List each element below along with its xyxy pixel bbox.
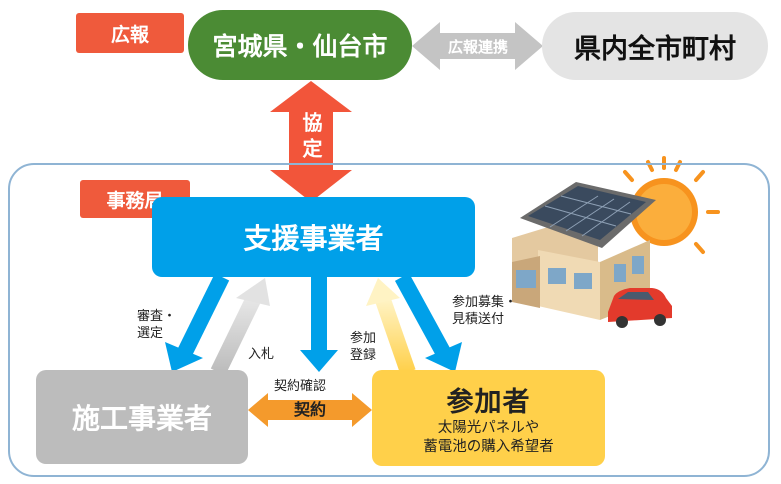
review-label: 審査・ 選定 [137,308,176,342]
pr-tag: 広報 [76,13,184,53]
recruit-label-line2: 見積送付 [452,312,505,327]
register-arrow [366,278,416,375]
agreement-label: 協定 [299,112,323,164]
participant-node: 参加者 太陽光パネルや 蓄電池の購入希望者 [372,370,605,466]
recruit-label: 参加募集・ 見積送付 [452,294,517,328]
participant-desc-2: 蓄電池の購入希望者 [423,438,554,455]
recruit-arrow [394,273,462,372]
register-label-line2: 登録 [350,348,377,363]
supporter-node: 支援事業者 [152,197,475,277]
agreement-arrow [270,81,352,202]
contract-label: 契約 [293,400,326,419]
contract-arrow [248,393,372,427]
bid-label: 入札 [248,347,275,362]
house-illustration [512,156,720,328]
contractor-node: 施工事業者 [36,370,248,464]
miyagi-sendai-node: 宮城県・仙台市 [188,10,412,80]
review-label-line2: 選定 [137,326,164,341]
review-label-line1: 審査・ [137,309,177,324]
pr-link-label: 広報連携 [447,38,508,56]
pr-link-arrow [412,22,543,70]
recruit-label-line1: 参加募集・ [452,295,518,310]
municipalities-node: 県内全市町村 [542,12,768,80]
register-label: 参加 登録 [350,330,376,364]
secretariat-frame [8,163,770,477]
participant-title: 参加者 [446,386,531,418]
participant-desc-1: 太陽光パネルや [437,419,540,436]
review-arrow [165,273,230,372]
register-label-line1: 参加 [350,331,377,346]
car-icon [608,288,672,328]
contract-check-label: 契約確認 [274,379,327,394]
contract-check-arrow [300,277,338,372]
bid-arrow [210,278,270,376]
